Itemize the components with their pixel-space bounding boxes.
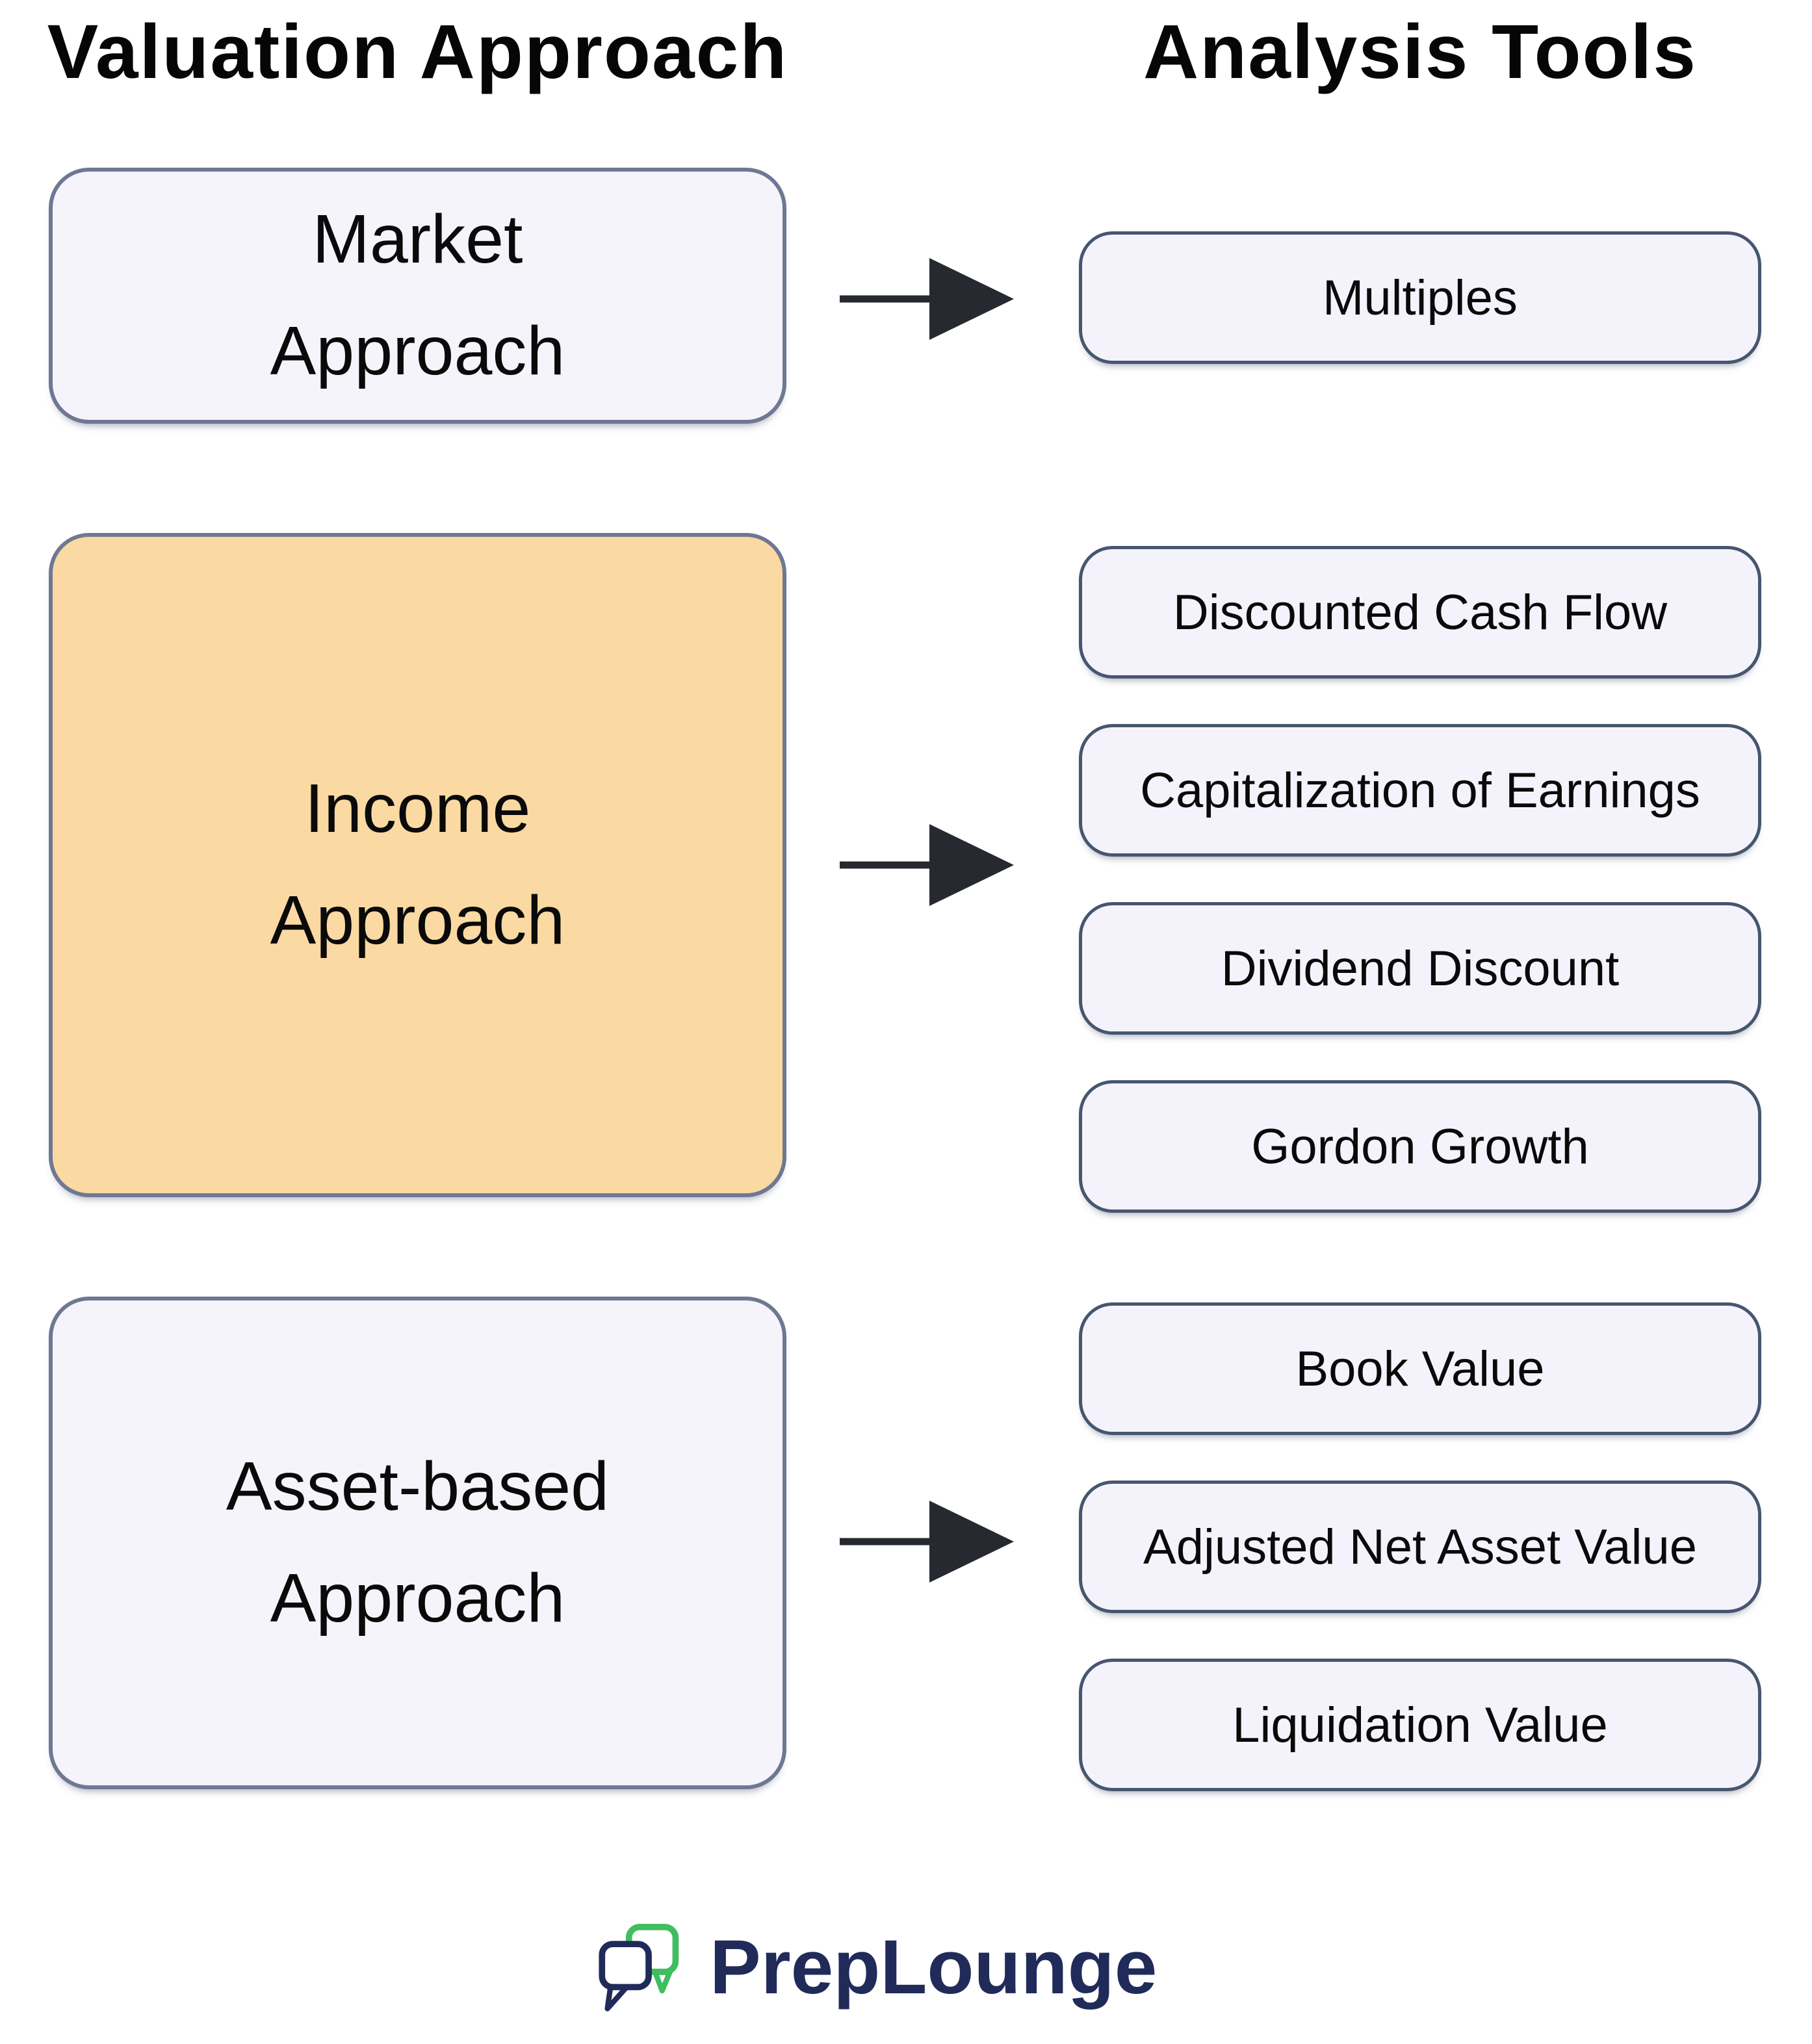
market-approach-label-line2: Approach — [270, 313, 565, 389]
market-approach-label-line1: Market — [312, 201, 523, 278]
tool-label: Adjusted Net Asset Value — [1143, 1519, 1697, 1575]
tool-box-adjusted-net-asset-value: Adjusted Net Asset Value — [1079, 1481, 1761, 1613]
tool-label: Discounted Cash Flow — [1172, 584, 1668, 640]
arrow-icon — [840, 258, 1014, 340]
market-approach-box: Market Approach — [49, 168, 786, 424]
tool-box-book-value: Book Value — [1079, 1302, 1761, 1435]
tool-box-liquidation-value: Liquidation Value — [1079, 1659, 1761, 1791]
tool-label: Capitalization of Earnings — [1140, 762, 1700, 818]
tool-box-discounted-cash-flow: Discounted Cash Flow — [1079, 546, 1761, 679]
tool-label: Book Value — [1295, 1341, 1545, 1397]
income-approach-box: Income Approach — [49, 533, 786, 1197]
arrow-icon — [840, 824, 1014, 906]
preplounge-logo-text: PrepLounge — [710, 1924, 1158, 2010]
analysis-tools-title: Analysis Tools — [1143, 9, 1698, 95]
tool-box-multiples: Multiples — [1079, 231, 1761, 364]
preplounge-logo: PrepLounge — [597, 1922, 1157, 2021]
arrow-icon — [840, 1501, 1014, 1583]
income-approach-label-line1: Income — [304, 770, 531, 847]
tool-label: Gordon Growth — [1251, 1119, 1589, 1174]
tool-label: Multiples — [1323, 270, 1518, 326]
tool-box-capitalization-of-earnings: Capitalization of Earnings — [1079, 724, 1761, 857]
preplounge-chat-bubbles-icon — [599, 1924, 679, 2012]
tool-box-dividend-discount: Dividend Discount — [1079, 902, 1761, 1035]
tool-label: Dividend Discount — [1221, 940, 1620, 996]
tool-box-gordon-growth: Gordon Growth — [1079, 1080, 1761, 1213]
valuation-approach-title: Valuation Approach — [47, 9, 788, 95]
asset-based-approach-box: Asset-based Approach — [49, 1297, 786, 1789]
asset-based-approach-label-line1: Asset-based — [226, 1448, 610, 1525]
tool-label: Liquidation Value — [1232, 1697, 1608, 1753]
income-approach-label-line2: Approach — [270, 882, 565, 959]
asset-based-approach-label-line2: Approach — [270, 1560, 565, 1636]
